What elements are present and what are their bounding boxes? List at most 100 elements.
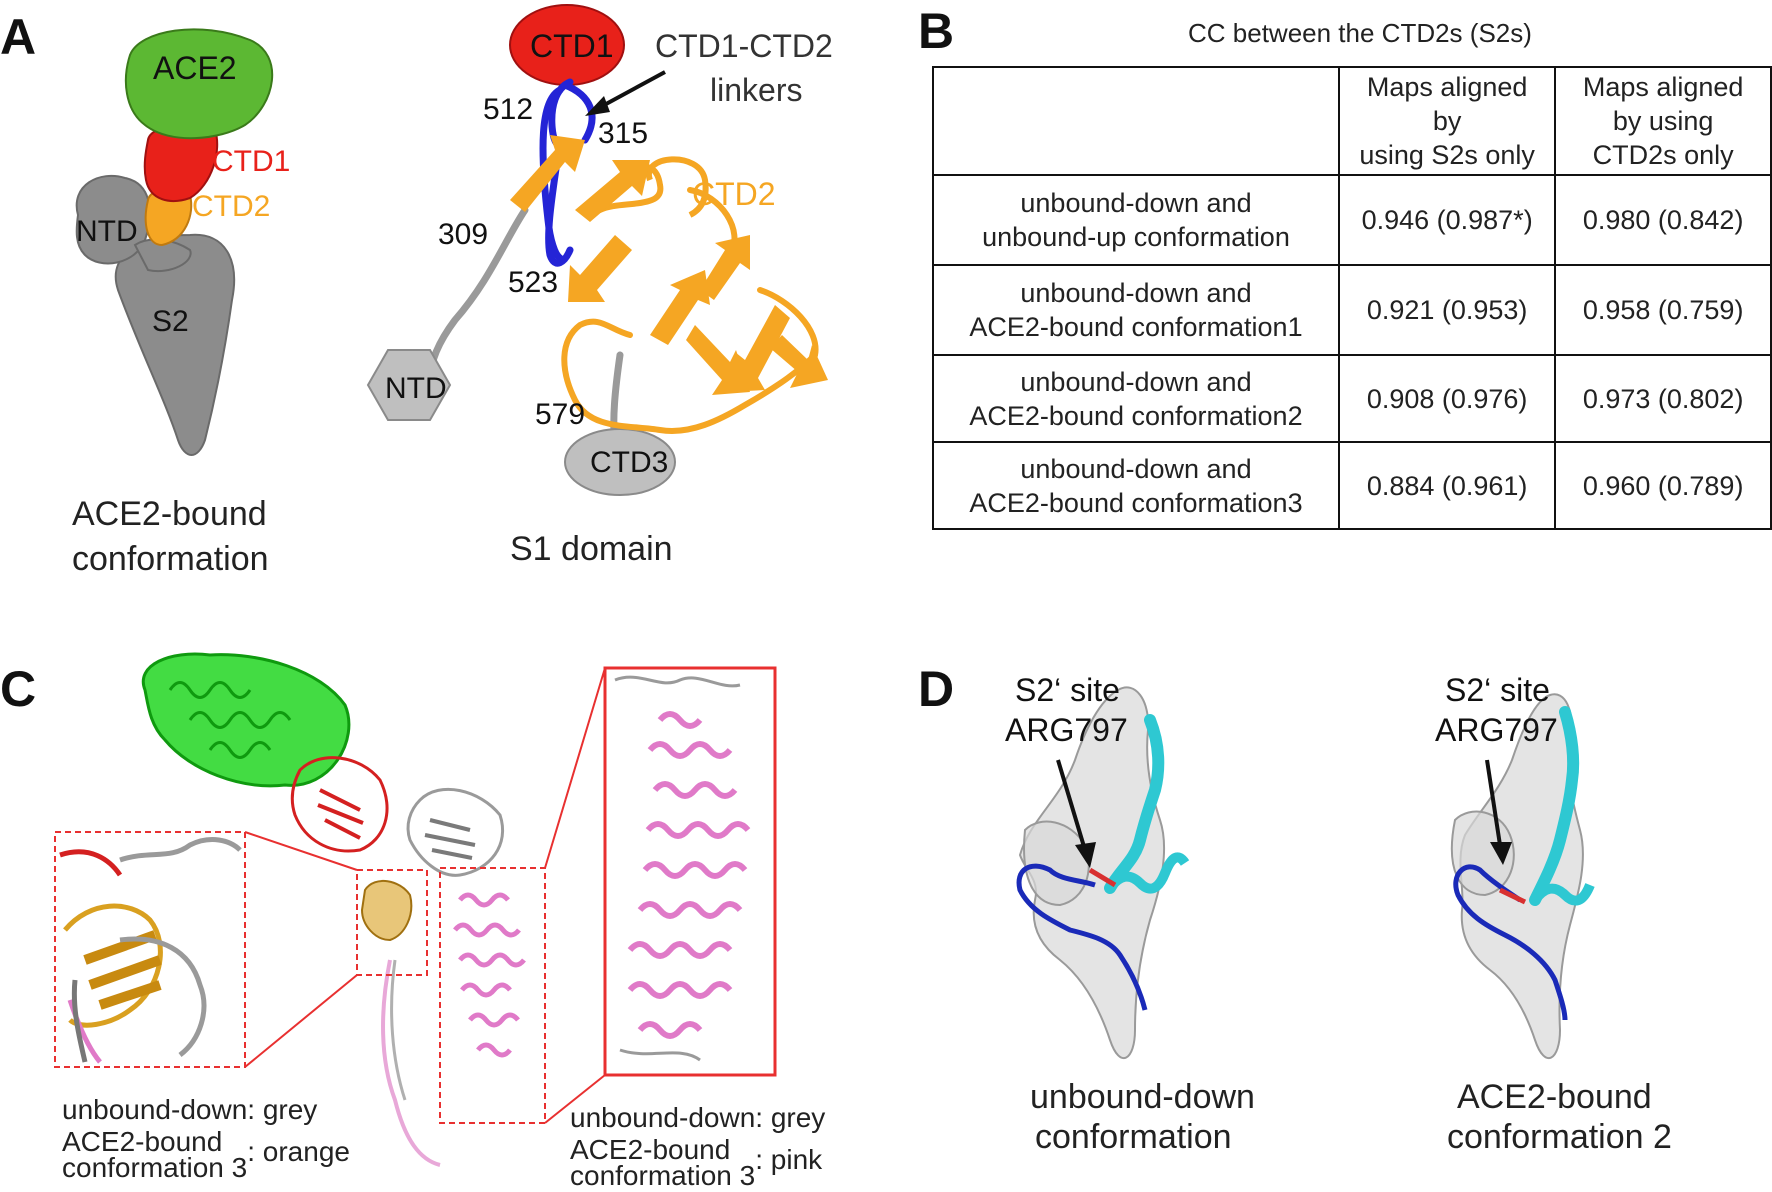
panel-label-b: B [918, 3, 955, 59]
cell-s2: 0.921 (0.953) [1337, 264, 1557, 356]
c-ace2-ribbon [141, 652, 351, 788]
cell-ctd2: 0.973 (0.802) [1554, 354, 1772, 443]
d-left-site-label-2: ARG797 [1005, 712, 1128, 748]
c-small-box-center [356, 869, 428, 976]
strand-1 [510, 135, 585, 212]
res-523: 523 [508, 266, 559, 299]
strand-3 [568, 235, 632, 302]
res-512: 512 [483, 93, 534, 126]
s1-domain-caption: S1 domain [510, 530, 673, 568]
c-left-inset [54, 831, 246, 1068]
d-right-arrow-shaft [1485, 759, 1502, 846]
d-left-loop [1016, 863, 1148, 1011]
ace2-shape [124, 28, 274, 140]
d-left-helix-curl [1106, 852, 1190, 894]
c-zoom-line-2 [244, 974, 358, 1068]
c-legend-left-line3: conformation 3: orange [62, 1136, 350, 1183]
ntd-label-a: NTD [76, 215, 138, 248]
d-left-helix [1104, 714, 1165, 894]
d-right-site [1498, 887, 1527, 905]
res-309: 309 [438, 218, 489, 251]
c-legend-right-line1: unbound-down: grey [570, 1102, 826, 1133]
c-legend-left-line2: ACE2-bound [62, 1126, 223, 1157]
strand-2 [575, 160, 650, 222]
d-left-density-b [1023, 820, 1090, 907]
d-right-density [1459, 693, 1584, 1060]
c-legend-right: unbound-down: grey ACE2-bound conformati… [570, 1102, 825, 1192]
c-ctd2-ribbon [360, 880, 413, 942]
c-zoom-line-3 [544, 667, 606, 869]
linker-label-1: CTD1-CTD2 [655, 28, 833, 64]
c-legend-left: unbound-down: grey ACE2-bound conformati… [62, 1094, 350, 1184]
c-right-inset-grey [614, 675, 741, 1062]
c-ace2-helices [168, 681, 292, 759]
c-legend-left-line1: unbound-down: grey [62, 1094, 318, 1125]
c-legend-right-line3: conformation 3: pink [570, 1144, 823, 1191]
c-right-inset [603, 666, 777, 1077]
c-large-box-center [439, 867, 546, 1124]
res-315: 315 [598, 117, 649, 150]
cell-ctd2: 0.980 (0.842) [1554, 174, 1772, 266]
linker-label-2: linkers [710, 72, 803, 108]
ntd-label-b: NTD [385, 372, 447, 405]
s2-label-a: S2 [152, 305, 189, 338]
cell-ctd2: 0.960 (0.789) [1554, 441, 1772, 530]
ace2-bound-caption-2: conformation [72, 540, 269, 578]
strand-4 [650, 270, 710, 345]
linker-loop-2 [561, 81, 596, 144]
c-zoom-line-1 [244, 831, 358, 871]
d-right-helix-curl [1531, 882, 1595, 906]
linker-loop [545, 78, 574, 267]
c-zoom-line-4 [544, 1074, 606, 1124]
strand-5 [700, 235, 750, 300]
ctd2-label-a: CTD2 [192, 190, 271, 223]
linker-arrow-head [585, 96, 610, 116]
ctd1-label-a: CTD1 [212, 145, 291, 178]
c-right-inset-helices [627, 711, 751, 1039]
header-empty-cell [932, 66, 1340, 176]
cell-s2: 0.884 (0.961) [1337, 441, 1557, 530]
d-left-caption-2: conformation [1035, 1118, 1232, 1156]
ace2-bound-caption-1: ACE2-bound [72, 495, 267, 533]
ntd-hexagon [366, 349, 452, 421]
panel-label-a: A [0, 9, 37, 65]
res-579: 579 [535, 398, 586, 431]
cc-table: Maps aligned by using S2s only Maps alig… [932, 66, 1772, 530]
d-left-site [1088, 867, 1117, 888]
d-left-arrow-head [1075, 842, 1096, 868]
ctd2-outline [645, 156, 709, 218]
d-right-caption-1: ACE2-bound [1457, 1078, 1652, 1116]
ctd3-label: CTD3 [590, 446, 669, 479]
c-s2-helices [453, 892, 526, 1058]
c-legend-right-line2: ACE2-bound [570, 1134, 731, 1165]
ace2-label: ACE2 [153, 50, 237, 86]
table-header-row: Maps aligned by using S2s only Maps alig… [932, 66, 1772, 176]
panel-label-d: D [918, 661, 955, 717]
d-left-arrow-shaft [1056, 759, 1087, 851]
ctd2-label-b: CTD2 [692, 176, 776, 212]
d-right-helix [1529, 706, 1580, 906]
c-pink-tail [381, 959, 441, 1167]
ctd3-ellipse [564, 428, 676, 496]
d-right-site-label-1: S2‘ site [1445, 672, 1550, 708]
strand-8 [686, 325, 750, 395]
d-right-loop [1453, 864, 1568, 1021]
header-ctd2s: Maps aligned by using CTD2s only [1554, 66, 1772, 176]
cell-s2: 0.946 (0.987*) [1337, 174, 1557, 266]
c-ctd1-strands [317, 788, 364, 840]
linker-loop-3 [539, 86, 564, 262]
c-ctd1-ribbon [290, 756, 389, 853]
panel-label-c: C [0, 661, 37, 717]
d-right-arrow-head [1490, 842, 1512, 865]
header-s2s: Maps aligned by using S2s only [1337, 66, 1557, 176]
d-left-site-label-1: S2‘ site [1015, 672, 1120, 708]
c-grey-tail [390, 959, 407, 1101]
